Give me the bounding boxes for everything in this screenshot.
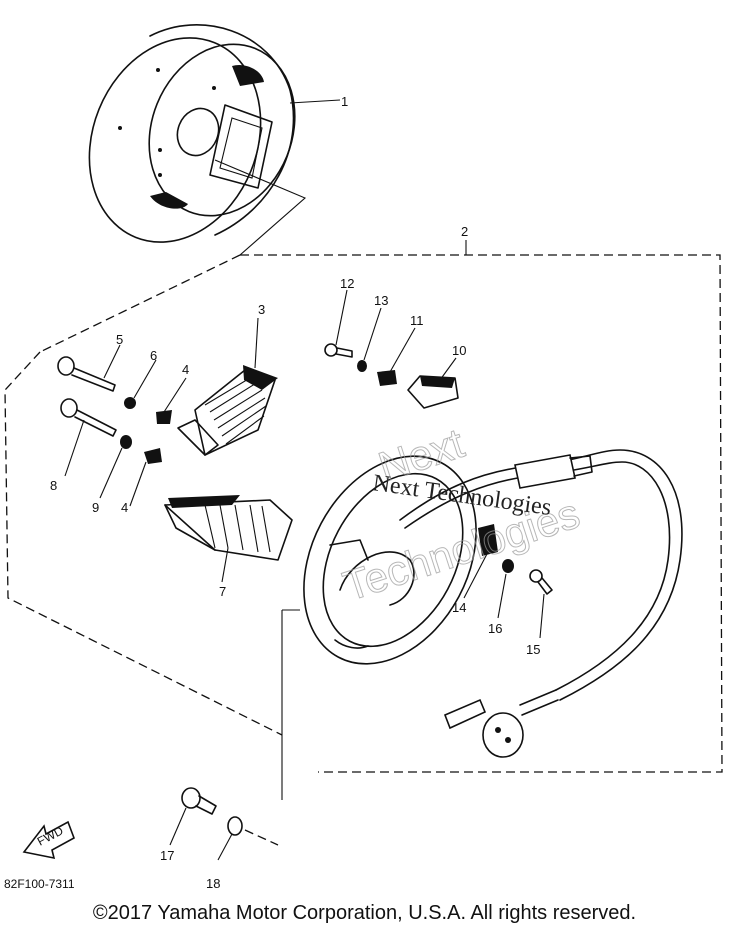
copyright-notice: ©2017 Yamaha Motor Corporation, U.S.A. A…: [92, 902, 637, 924]
callout-13: 13: [374, 293, 388, 308]
callout-8: 8: [50, 478, 57, 493]
leader-lines: [64, 99, 545, 861]
callout-4b: 4: [121, 500, 128, 515]
callout-4a: 4: [182, 362, 189, 377]
callout-11: 11: [410, 313, 424, 328]
screw-12: [324, 343, 353, 358]
clip-14: [478, 524, 498, 556]
callout-17: 17: [160, 848, 174, 863]
clamp-11: [377, 370, 397, 386]
forward-arrow-icon: [22, 820, 75, 860]
lighting-coil: [164, 495, 293, 561]
callout-12: 12: [340, 276, 354, 291]
callout-18: 18: [206, 876, 220, 891]
washer-16: [502, 559, 514, 573]
callout-2: 2: [461, 224, 468, 239]
callout-14: 14: [452, 600, 466, 615]
screw-15: [529, 569, 553, 595]
washer-9: [120, 435, 132, 449]
callout-16: 16: [488, 621, 502, 636]
washer-13: [357, 360, 367, 372]
callout-15: 15: [526, 642, 540, 657]
charge-coil: [177, 365, 278, 456]
callout-9: 9: [92, 500, 99, 515]
stator-base-plate: [303, 455, 477, 665]
callout-10: 10: [452, 343, 466, 358]
clip-4-upper: [156, 410, 172, 424]
clip-4-lower: [144, 448, 162, 464]
washer-6: [124, 397, 136, 409]
callout-5: 5: [116, 332, 123, 347]
callout-6: 6: [150, 348, 157, 363]
callout-7: 7: [219, 584, 226, 599]
bolt-axis: [244, 829, 279, 846]
wiring-harness: [399, 449, 683, 758]
washer-18: [227, 816, 243, 836]
bolt-17: [181, 787, 217, 815]
connector-10: [407, 375, 459, 409]
diagram-code: 82F100-7311: [4, 877, 75, 891]
screw-5: [57, 356, 116, 392]
flywheel-rotor: [88, 24, 307, 256]
screw-8: [60, 398, 117, 437]
callout-3: 3: [258, 302, 265, 317]
callout-numbers: 1 2 3 4 4 5 6 7 8 9 10 11 12 13 14 15 16…: [50, 94, 540, 891]
callout-1: 1: [341, 94, 348, 109]
stator-assembly-frame: [4, 240, 723, 800]
